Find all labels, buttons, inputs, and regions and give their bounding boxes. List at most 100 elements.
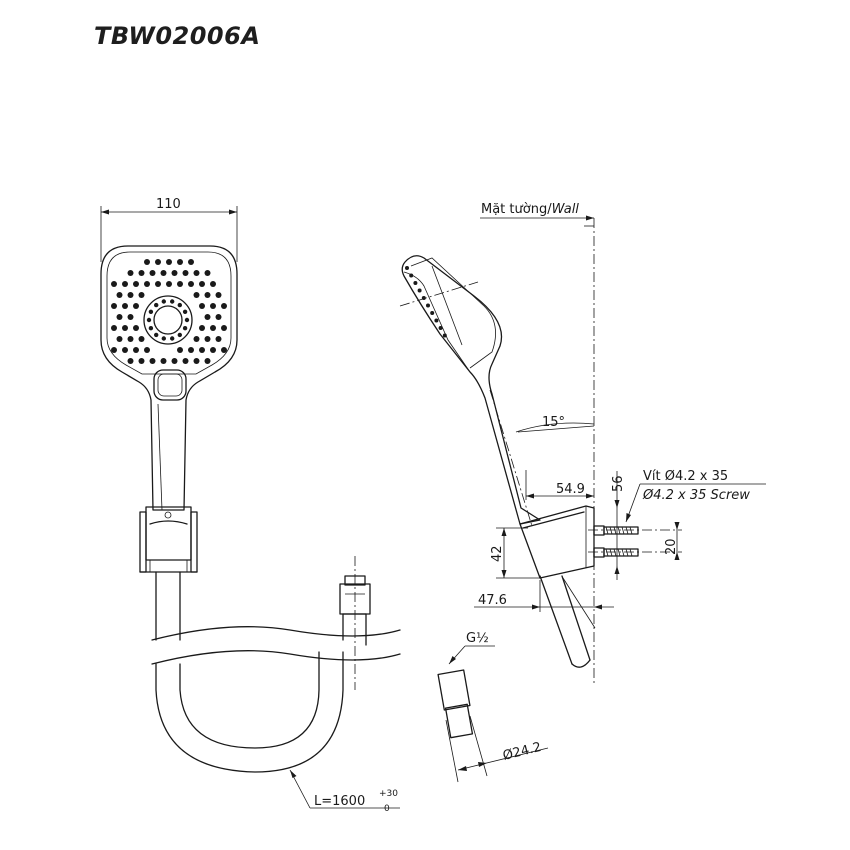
nozzle-hole — [138, 336, 145, 342]
nozzle-hole — [184, 317, 190, 323]
hose: L=1600 +30 0 — [151, 556, 401, 814]
nozzle-hole — [116, 292, 123, 298]
dim-hose-length: L=1600 — [314, 794, 365, 809]
nozzle-hole — [160, 358, 167, 364]
nozzle-hole — [161, 299, 166, 304]
nozzle-hole — [133, 303, 139, 309]
nozzle-hole — [111, 281, 117, 287]
side-nozzle-dot — [426, 303, 430, 308]
nozzle-hole — [199, 281, 205, 287]
nozzle-hole — [188, 259, 194, 265]
nozzle-hole — [138, 292, 145, 298]
nozzle-hole — [177, 332, 182, 338]
nozzle-hole — [127, 358, 134, 364]
nozzle-hole — [127, 314, 134, 320]
nozzle-hole — [166, 281, 172, 287]
nozzle-hole — [148, 309, 154, 314]
nozzle-hole — [204, 270, 211, 276]
dim-thread: G½ — [466, 631, 489, 646]
nozzle-hole — [122, 303, 128, 309]
nozzle-hole — [215, 336, 222, 342]
wall-label-vi: Mặt tường/Wall — [481, 202, 579, 217]
nozzle-hole — [116, 336, 123, 342]
nozzle-hole — [111, 325, 117, 331]
nozzle-hole — [127, 292, 134, 298]
nozzle-hole — [204, 292, 211, 298]
nozzle-hole — [154, 302, 159, 308]
nozzle-hole — [160, 270, 167, 276]
dim-hose-tol-upper: +30 — [379, 789, 398, 799]
nozzle-hole — [122, 347, 128, 353]
nozzle-hole — [149, 358, 156, 364]
side-nozzle-dot — [409, 273, 414, 278]
nozzle-hole — [154, 332, 159, 338]
nozzle-hole — [204, 314, 211, 320]
nozzle-hole — [177, 302, 182, 308]
nozzle-hole — [170, 299, 175, 304]
nozzle-hole — [171, 358, 178, 364]
nozzle-hole — [193, 336, 200, 342]
dim-bracket-offset: 54.9 — [556, 482, 585, 497]
nozzle-hole — [210, 281, 216, 287]
nozzle-hole — [182, 326, 188, 331]
nozzle-hole — [155, 281, 161, 287]
screw-label-vi: Vít Ø4.2 x 35 — [643, 469, 728, 484]
nozzle-hole — [199, 347, 205, 353]
nozzle-hole — [127, 270, 134, 276]
side-nozzle-dot — [417, 288, 422, 293]
nozzle-hole — [161, 336, 166, 341]
dim-head-width: 110 — [156, 197, 181, 212]
side-nozzle-dot — [413, 281, 418, 285]
nozzle-hole — [138, 270, 145, 276]
nozzle-hole — [166, 259, 172, 265]
dim-screw-spacing-top: 56 — [611, 475, 626, 492]
nozzle-hole — [221, 325, 227, 331]
nozzle-hole — [171, 270, 178, 276]
nozzle-hole — [144, 281, 150, 287]
dim-bracket-depth: 47.6 — [478, 593, 507, 608]
nozzle-hole — [177, 347, 183, 353]
nozzle-hole — [122, 281, 128, 287]
side-nozzle-dot — [442, 333, 447, 338]
nozzle-hole — [199, 303, 205, 309]
side-nozzle-dot — [438, 326, 443, 330]
model-title: TBW02006A — [94, 22, 261, 50]
nozzle-hole — [204, 336, 211, 342]
nozzle-hole — [182, 358, 189, 364]
dim-bracket-height: 42 — [490, 545, 505, 562]
nozzle-hole — [133, 325, 139, 331]
dim-angle: 15° — [542, 415, 565, 430]
nozzle-hole — [170, 336, 175, 341]
nozzle-hole — [193, 292, 200, 298]
nozzle-hole — [149, 270, 156, 276]
nozzle-hole — [122, 325, 128, 331]
nozzle-hole — [146, 317, 152, 323]
nozzle-hole — [215, 292, 222, 298]
screws — [588, 525, 682, 558]
nozzle-hole — [215, 314, 222, 320]
nozzle-hole — [193, 358, 200, 364]
nozzle-hole — [127, 336, 134, 342]
shower-side-view: Mặt tường/Wall 15° — [399, 202, 766, 684]
nozzle-hole — [193, 270, 200, 276]
nozzle-hole — [221, 347, 227, 353]
nozzle-hole — [199, 325, 205, 331]
nozzle-hole — [177, 259, 183, 265]
nozzle-hole — [144, 347, 150, 353]
dim-nut-diameter: Ø24.2 — [501, 740, 543, 764]
nozzle-hole — [188, 281, 194, 287]
nozzle-hole — [210, 347, 216, 353]
side-nozzle-dot — [405, 266, 409, 270]
nozzle-hole — [133, 281, 139, 287]
shower-front-view: 110 — [100, 197, 238, 511]
nozzle-hole — [133, 347, 139, 353]
dim-hose-tol-lower: 0 — [384, 804, 390, 814]
side-nozzle-dot — [430, 311, 435, 315]
nozzle-hole — [144, 259, 150, 265]
nozzle-hole — [138, 358, 145, 364]
nozzle-hole — [182, 309, 188, 314]
side-nozzle-dot — [434, 318, 439, 323]
nozzle-hole — [210, 303, 216, 309]
bracket-front-view — [139, 506, 198, 573]
